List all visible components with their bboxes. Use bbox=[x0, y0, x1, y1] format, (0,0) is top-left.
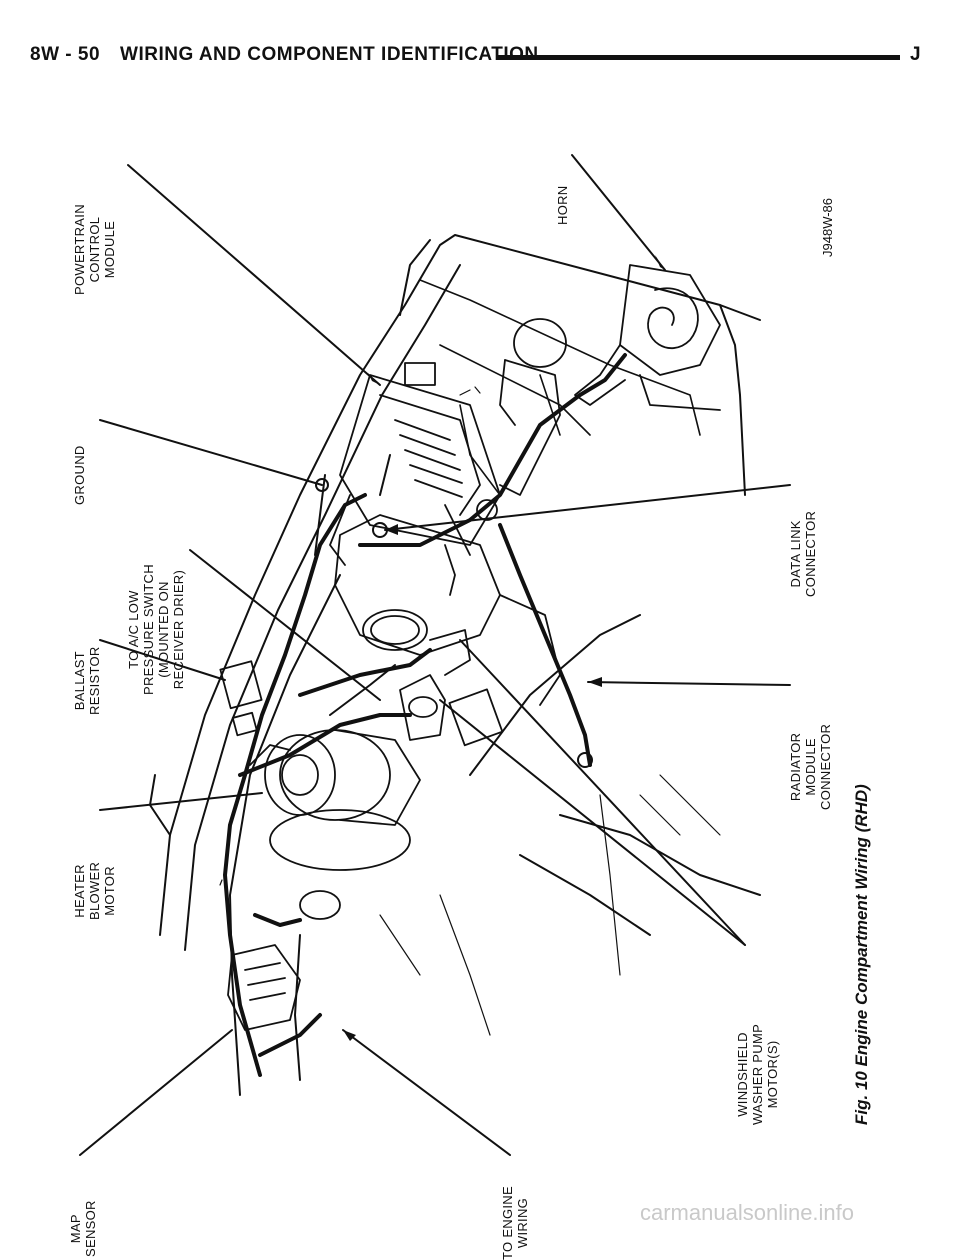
engine-compartment-drawing bbox=[79, 154, 791, 1156]
drawing-id: J948W-86 bbox=[820, 197, 835, 257]
label-ground: GROUND bbox=[72, 445, 87, 505]
detail-marks bbox=[219, 386, 721, 1036]
watermark: carmanualsonline.info bbox=[640, 1200, 855, 1225]
corner-letter: J bbox=[910, 44, 921, 65]
pcm-module bbox=[329, 362, 501, 566]
ballast-resistor bbox=[219, 660, 263, 737]
heater-blower bbox=[249, 729, 421, 871]
strut-tower bbox=[476, 359, 561, 521]
page-header: 8W - 50 WIRING AND COMPONENT IDENTIFICATI… bbox=[30, 44, 539, 66]
leader-lines bbox=[79, 154, 791, 1156]
map-sensor bbox=[227, 890, 341, 1031]
section-title: WIRING AND COMPONENT IDENTIFICATION bbox=[120, 44, 539, 65]
horn-component bbox=[513, 264, 721, 411]
firewall bbox=[419, 279, 701, 496]
washer-pumps bbox=[399, 629, 504, 747]
figure-caption: Fig. 10 Engine Compartment Wiring (RHD) bbox=[852, 784, 871, 1125]
main-harness bbox=[223, 353, 627, 1077]
leader-arrowheads bbox=[343, 255, 665, 1041]
harness-branches bbox=[314, 454, 593, 768]
intake bbox=[334, 504, 561, 706]
body-outline bbox=[149, 234, 761, 1096]
label-horn: HORN bbox=[555, 185, 570, 225]
page-number: 8W - 50 bbox=[30, 44, 101, 65]
header-rule bbox=[496, 55, 900, 60]
